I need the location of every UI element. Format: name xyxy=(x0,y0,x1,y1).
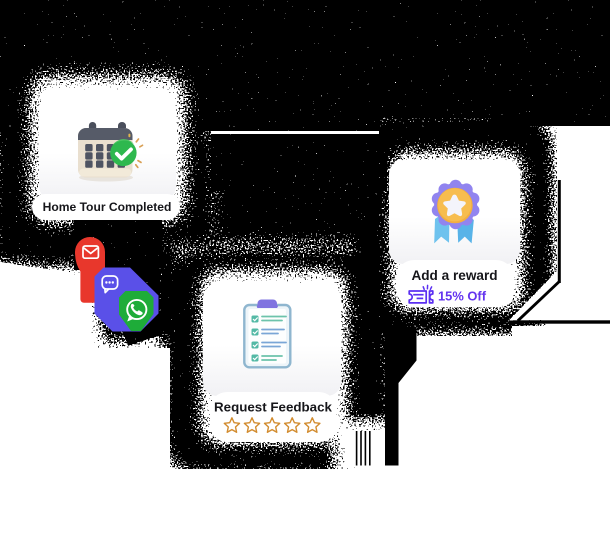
svg-text:Home Tour Completed: Home Tour Completed xyxy=(43,200,172,214)
svg-text:Add a reward: Add a reward xyxy=(411,268,497,283)
svg-text:Request Feedback: Request Feedback xyxy=(214,400,332,415)
svg-text:15% Off: 15% Off xyxy=(438,289,487,304)
